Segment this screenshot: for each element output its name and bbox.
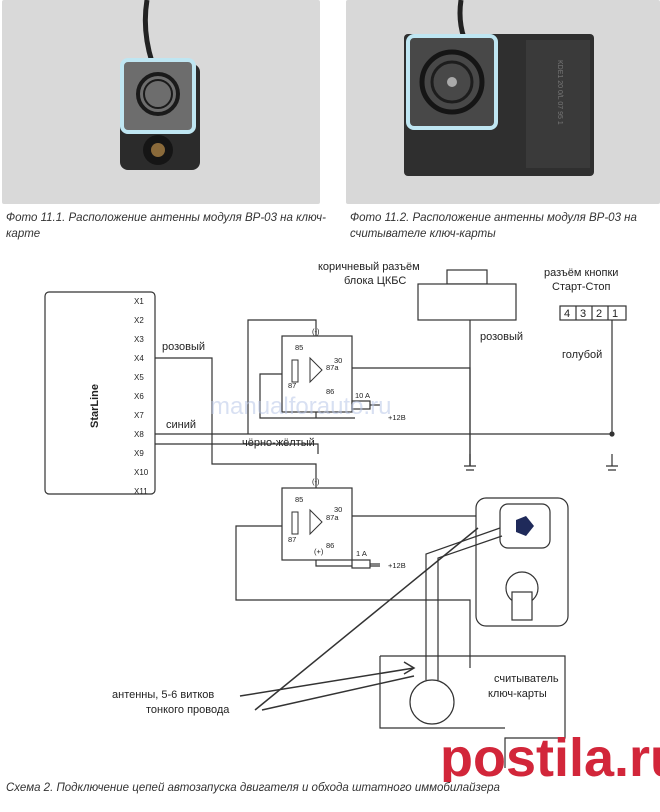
relay-top-minus: (-) — [312, 327, 320, 336]
button-pin-4: 4 — [564, 308, 570, 320]
starline-pin-x7: X7 — [134, 411, 144, 420]
photo1-caption: Фото 11.1. Расположение антенны модуля B… — [6, 212, 326, 240]
relay-bottom-minus: (-) — [312, 477, 320, 486]
relay-bottom-plus: (+) — [314, 547, 324, 556]
fuse-1a-label: 1 A — [356, 549, 367, 558]
reader-plate-text: KDE1 20 0/L 07 95 1 — [556, 60, 563, 125]
relay-bottom-85: 85 — [295, 495, 303, 504]
relay-bottom-87a: 87a — [326, 513, 339, 522]
starline-unit — [44, 291, 156, 495]
starline-pin-x9: X9 — [134, 449, 144, 458]
starline-pin-x6: X6 — [134, 392, 144, 401]
button-pin-1: 1 — [612, 308, 618, 320]
starline-pin-x11: X11 — [134, 487, 148, 496]
starline-pin-x1: X1 — [134, 297, 144, 306]
starline-pin-x5: X5 — [134, 373, 144, 382]
wire-black-yellow-label: чёрно-жёлтый — [242, 437, 315, 449]
relay-bottom-86: 86 — [326, 541, 334, 550]
photo2-caption: Фото 11.2. Расположение антенны модуля B… — [350, 212, 637, 240]
wire-blue-label: синий — [166, 419, 196, 431]
photo-reader-antenna: KDE1 20 0/L 07 95 1 — [346, 0, 660, 204]
brand-watermark: postila.ru — [440, 728, 660, 782]
starline-brand: StarLine — [89, 384, 101, 428]
relay-top — [281, 335, 353, 413]
reader-antenna-coil — [409, 679, 455, 725]
relay-bottom-30: 30 — [334, 505, 342, 514]
site-watermark: manualforauto.ru — [210, 393, 391, 420]
starline-pin-x2: X2 — [134, 316, 144, 325]
wire-pink-right-label: розовый — [480, 331, 523, 343]
wire-light-blue-label: голубой — [562, 349, 602, 361]
starline-pin-x8: X8 — [134, 430, 144, 439]
button-pin-3: 3 — [580, 308, 586, 320]
starline-pin-x4: X4 — [134, 354, 144, 363]
relay-bottom-87: 87 — [288, 535, 296, 544]
scheme-caption: Схема 2. Подключение цепей автозапуска д… — [6, 782, 500, 794]
relay-top-30: 30 — [334, 356, 342, 365]
fuse-10a-label: 10 A — [355, 391, 370, 400]
plus12-bottom: +12В — [388, 561, 406, 570]
relay-top-87: 87 — [288, 381, 296, 390]
button-pin-2: 2 — [596, 308, 602, 320]
relay-bottom — [281, 487, 353, 561]
wire-pink-label: розовый — [162, 341, 205, 353]
photo-key-card-antenna — [2, 0, 320, 204]
relay-top-87a: 87a — [326, 363, 339, 372]
plus12-top: +12В — [388, 413, 406, 422]
relay-top-86: 86 — [326, 387, 334, 396]
brown-connector-block — [417, 283, 517, 321]
starline-pin-x3: X3 — [134, 335, 144, 344]
starline-pin-x10: X10 — [134, 468, 149, 477]
relay-top-85: 85 — [295, 343, 303, 352]
